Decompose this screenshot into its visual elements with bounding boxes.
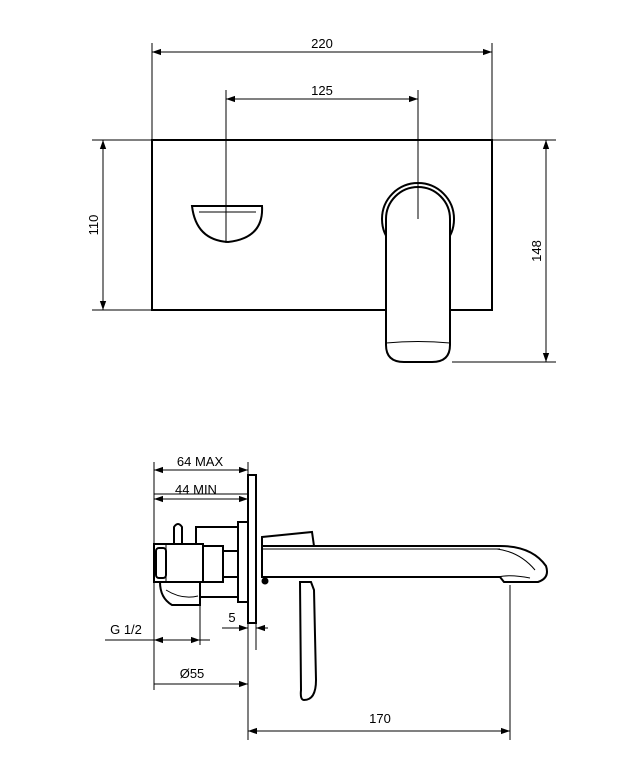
dim-max-depth-label: 64 MAX (177, 454, 224, 469)
dim-44-min: 44 MIN (154, 482, 249, 503)
lever-handle-front (190, 205, 264, 244)
dim-5: 5 (222, 610, 268, 740)
dim-diameter-label: Ø55 (180, 666, 205, 681)
dim-min-depth-label: 44 MIN (175, 482, 217, 497)
dim-125: 125 (225, 83, 419, 240)
dim-spacing-label: 125 (311, 83, 333, 98)
dim-spout-length-label: 170 (369, 711, 391, 726)
spout-front (381, 182, 455, 363)
dim-g12: G 1/2 (105, 582, 210, 652)
dim-110: 110 (86, 139, 152, 311)
dim-170: 170 (248, 585, 511, 740)
side-view: 64 MAX 44 MIN G 1/2 5 (105, 454, 548, 740)
dim-total-height-label: 148 (529, 240, 544, 262)
dim-gap-label: 5 (228, 610, 235, 625)
wall-plate-front (151, 139, 493, 311)
valve-connector (202, 545, 224, 583)
spout-side (261, 545, 548, 583)
dim-thread-label: G 1/2 (110, 622, 142, 637)
dim-height-label: 110 (86, 215, 101, 236)
front-view: 220 125 110 148 (86, 36, 556, 363)
wall-plate-side (247, 474, 257, 624)
dim-220: 220 (151, 36, 493, 140)
dim-width-label: 220 (311, 36, 333, 51)
dim-148: 148 (452, 139, 556, 363)
lever-top (261, 530, 316, 547)
dim-64-max: 64 MAX (153, 454, 249, 544)
collar-side (237, 521, 249, 603)
dim-55: Ø55 (153, 652, 248, 690)
lever-side (298, 581, 318, 702)
